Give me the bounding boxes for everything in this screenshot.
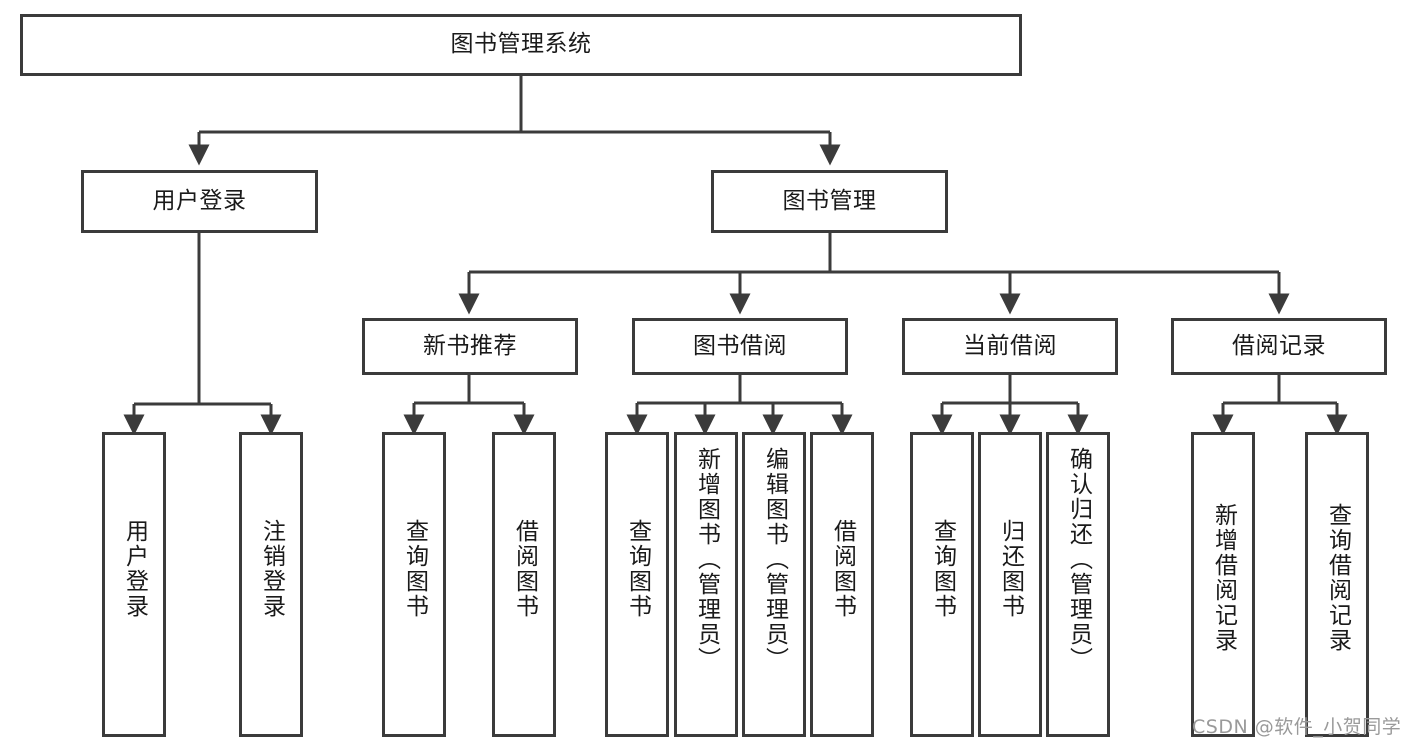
node-leaf-borrow-book-2[interactable]: 借阅图书 xyxy=(810,432,874,737)
node-leaf-query-record-label: 查询借阅记录 xyxy=(1324,503,1351,653)
node-leaf-user-login[interactable]: 用户登录 xyxy=(102,432,166,737)
node-leaf-confirm-return[interactable]: 确认归还（管理员） xyxy=(1046,432,1110,737)
node-book-manage-label: 图书管理 xyxy=(782,187,877,214)
node-user-login[interactable]: 用户登录 xyxy=(81,170,318,233)
node-leaf-borrow-book-1-label: 借阅图书 xyxy=(511,519,538,619)
node-root[interactable]: 图书管理系统 xyxy=(20,14,1022,76)
node-leaf-query-book-3[interactable]: 查询图书 xyxy=(910,432,974,737)
node-leaf-return-book[interactable]: 归还图书 xyxy=(978,432,1042,737)
node-leaf-borrow-book-2-label: 借阅图书 xyxy=(829,519,856,619)
node-current-borrow[interactable]: 当前借阅 xyxy=(902,318,1118,375)
node-leaf-query-book-1-label: 查询图书 xyxy=(401,519,428,619)
node-leaf-query-book-2-label: 查询图书 xyxy=(624,519,651,619)
node-leaf-add-record[interactable]: 新增借阅记录 xyxy=(1191,432,1255,737)
node-leaf-query-record[interactable]: 查询借阅记录 xyxy=(1305,432,1369,737)
node-leaf-return-book-label: 归还图书 xyxy=(997,519,1024,619)
csdn-watermark: CSDN @软件_小贺同学 xyxy=(1192,716,1402,738)
node-new-book-rec-label: 新书推荐 xyxy=(423,332,517,359)
node-leaf-logout[interactable]: 注销登录 xyxy=(239,432,303,737)
node-book-borrow[interactable]: 图书借阅 xyxy=(632,318,848,375)
node-leaf-user-login-label: 用户登录 xyxy=(121,519,148,619)
node-leaf-borrow-book-1[interactable]: 借阅图书 xyxy=(492,432,556,737)
node-book-manage[interactable]: 图书管理 xyxy=(711,170,948,233)
node-leaf-query-book-1[interactable]: 查询图书 xyxy=(382,432,446,737)
node-leaf-add-book[interactable]: 新增图书（管理员） xyxy=(674,432,738,737)
node-book-borrow-label: 图书借阅 xyxy=(693,332,787,359)
node-root-label: 图书管理系统 xyxy=(450,31,592,58)
node-leaf-add-book-label: 新增图书（管理员） xyxy=(693,447,720,672)
node-leaf-edit-book-label: 编辑图书（管理员） xyxy=(761,447,788,672)
node-current-borrow-label: 当前借阅 xyxy=(963,332,1057,359)
node-leaf-edit-book[interactable]: 编辑图书（管理员） xyxy=(742,432,806,737)
node-leaf-logout-label: 注销登录 xyxy=(258,519,285,619)
node-leaf-query-book-3-label: 查询图书 xyxy=(929,519,956,619)
node-leaf-confirm-return-label: 确认归还（管理员） xyxy=(1065,447,1092,672)
node-borrow-record[interactable]: 借阅记录 xyxy=(1171,318,1387,375)
node-borrow-record-label: 借阅记录 xyxy=(1232,332,1326,359)
node-new-book-rec[interactable]: 新书推荐 xyxy=(362,318,578,375)
node-user-login-label: 用户登录 xyxy=(152,187,247,214)
node-leaf-query-book-2[interactable]: 查询图书 xyxy=(605,432,669,737)
node-leaf-add-record-label: 新增借阅记录 xyxy=(1210,503,1237,653)
